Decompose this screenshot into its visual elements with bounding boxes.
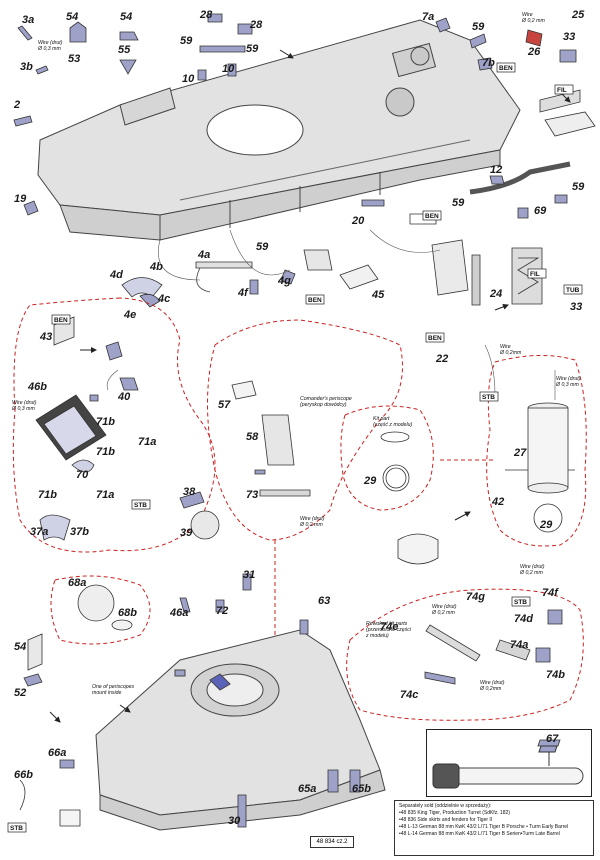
part-shapes-top-left (13, 13, 253, 216)
barrel-inset-box (426, 729, 592, 797)
legend-line: •48 L-14 German 88 mm KwK 43/2 L/71 Tige… (399, 831, 560, 837)
legend-line: •48 L-13 German 88 mm KwK 43/2 L/71 Tige… (399, 824, 569, 830)
callout-outlines (12, 297, 587, 721)
part-shapes-middle (121, 199, 543, 308)
sheet-code: 48 834 cz.2 (310, 836, 354, 848)
hull-rear-deck (37, 19, 521, 241)
legend-box: Separately sold (oddzielnie w sprzedaży)… (394, 800, 594, 856)
wire-lines (106, 229, 556, 400)
part-shapes-turret (19, 573, 561, 828)
legend-title: Separately sold (oddzielnie w sprzedaży)… (399, 803, 492, 809)
legend-line: •48 835 King Tiger, Production Turret (S… (399, 810, 510, 816)
legend-line: •48 836 Side skirts and fenders for Tige… (399, 817, 493, 823)
part-shapes-callouts (35, 316, 575, 685)
part-shapes-top-right (435, 17, 596, 219)
turret (95, 629, 386, 831)
